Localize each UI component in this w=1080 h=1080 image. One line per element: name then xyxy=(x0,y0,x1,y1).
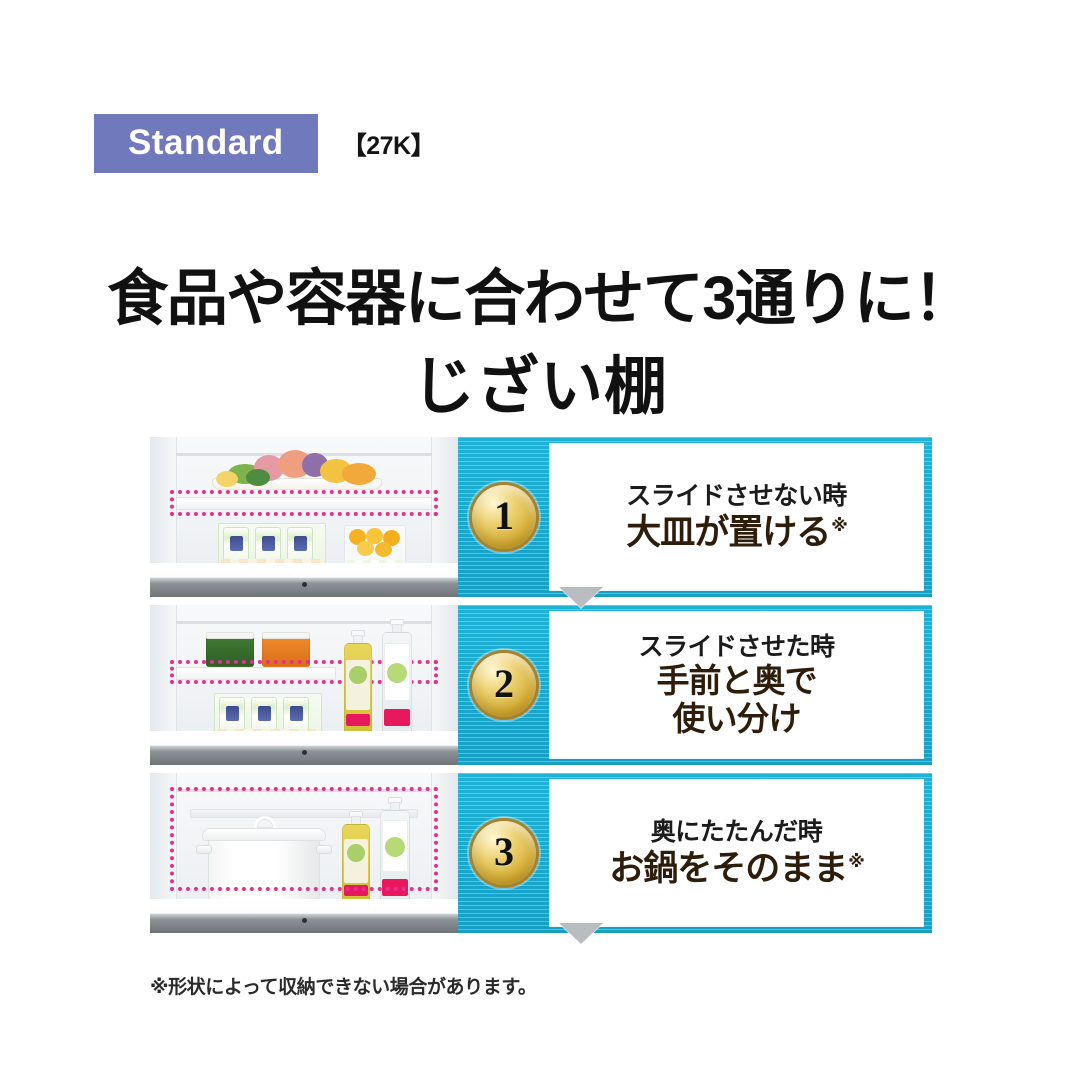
shelf-highlight-2 xyxy=(170,660,438,684)
info-headline-text-1: 大皿が置ける xyxy=(626,512,831,552)
step-number-3: 3 xyxy=(494,829,514,874)
pot-handle-left xyxy=(196,845,212,854)
food-pumpkin xyxy=(342,463,376,485)
fridge-drawer xyxy=(150,899,458,933)
info-headline-2b: 使い分け xyxy=(672,700,802,737)
info-kicker-3: 奥にたたんだ時 xyxy=(650,817,823,846)
feature-row-3: 3 奥にたたんだ時 お鍋をそのまま※ xyxy=(150,773,932,933)
folded-shelf-3 xyxy=(190,809,418,818)
info-card-1: スライドさせない時 大皿が置ける※ xyxy=(549,443,924,591)
food-corn xyxy=(216,471,238,487)
info-headline-1: 大皿が置ける※ xyxy=(626,512,848,553)
feature-row-2: 2 スライドさせた時 手前と奥で 使い分け xyxy=(150,605,932,944)
step-medal-3: 3 xyxy=(472,821,536,885)
info-panel-3: 3 奥にたたんだ時 お鍋をそのまま※ xyxy=(458,773,932,933)
info-card-3: 奥にたたんだ時 お鍋をそのまま※ xyxy=(549,779,924,927)
space-highlight-3 xyxy=(170,787,438,891)
fridge-photo-1 xyxy=(150,437,458,597)
info-panel-1: 1 スライドさせない時 大皿が置ける※ xyxy=(458,437,932,597)
step-number-1: 1 xyxy=(494,493,514,538)
header-badge-row: Standard 【27K】 xyxy=(94,114,436,173)
pot-handle-right xyxy=(316,845,332,854)
note-mark-3: ※ xyxy=(848,852,865,872)
note-mark-1: ※ xyxy=(831,516,848,536)
connector-arrow-2 xyxy=(559,923,603,944)
food-broccoli xyxy=(246,469,270,486)
model-code: 【27K】 xyxy=(341,131,436,160)
sliding-shelf-1 xyxy=(176,497,432,510)
fridge-rail xyxy=(176,621,432,624)
page-title-line2: じざい棚 xyxy=(412,352,668,422)
fridge-drawer xyxy=(150,731,458,765)
pot-lid xyxy=(202,828,326,841)
fridge-photo-3 xyxy=(150,773,458,933)
step-medal-2: 2 xyxy=(472,653,536,717)
info-kicker-1: スライドさせない時 xyxy=(626,481,847,510)
info-card-2: スライドさせた時 手前と奥で 使い分け xyxy=(549,611,924,759)
footnote: ※形状によって収納できない場合があります。 xyxy=(150,977,537,998)
tea-bottle-3 xyxy=(342,811,370,909)
feature-row-1: 1 スライドさせない時 大皿が置ける※ xyxy=(150,437,932,608)
tea-bottle-2 xyxy=(344,630,372,742)
shelf-highlight-1 xyxy=(170,490,438,516)
info-kicker-2: スライドさせた時 xyxy=(638,632,835,661)
feature-rows: 1 スライドさせない時 大皿が置ける※ xyxy=(150,437,932,944)
info-headline-3: お鍋をそのまま※ xyxy=(609,848,865,889)
step-medal-1: 1 xyxy=(472,485,536,549)
step-number-2: 2 xyxy=(494,661,514,706)
info-headline-text-3: お鍋をそのまま xyxy=(609,848,848,888)
page-title-line1: 食品や容器に合わせて3通りに！ xyxy=(107,264,974,332)
fridge-drawer xyxy=(150,563,458,597)
pot-knob xyxy=(254,816,276,828)
water-bottle-2 xyxy=(382,619,412,742)
connector-arrow-1 xyxy=(559,587,603,608)
fridge-photo-2 xyxy=(150,605,458,765)
info-panel-2: 2 スライドさせた時 手前と奥で 使い分け xyxy=(458,605,932,765)
standard-badge: Standard xyxy=(94,114,318,173)
sliding-shelf-2 xyxy=(176,667,336,680)
info-headline-2a: 手前と奥で xyxy=(656,661,818,699)
